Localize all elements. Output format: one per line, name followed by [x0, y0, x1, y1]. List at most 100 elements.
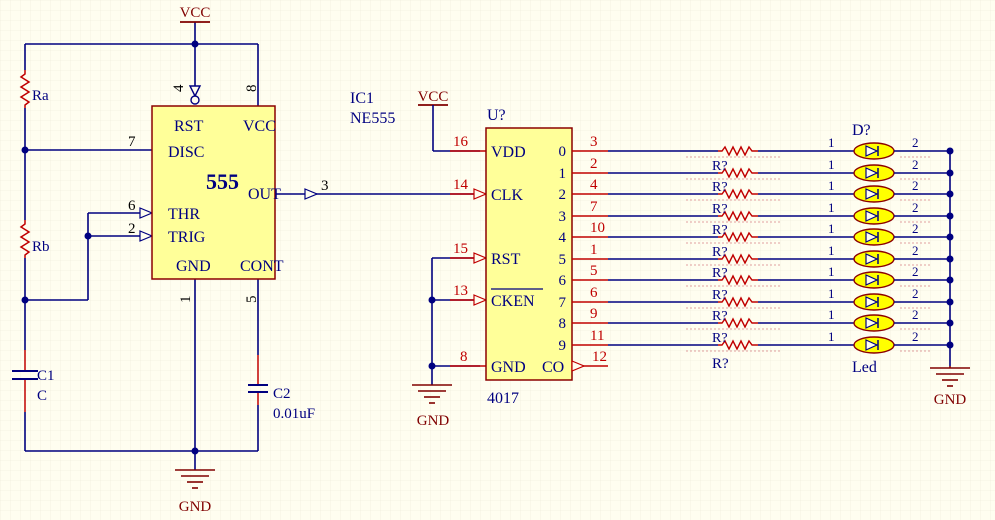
led-pin2-number: 2	[912, 157, 919, 172]
led-pin1-number: 1	[828, 329, 835, 344]
timer-body-label: 555	[206, 169, 239, 194]
timer-pin-gnd: GND	[176, 258, 211, 275]
counter-pin-clk: CLK	[491, 187, 523, 204]
resistor-ra: Ra	[19, 70, 49, 108]
led-pin2-number: 2	[912, 243, 919, 258]
timer-wires	[24, 22, 480, 470]
led-pin1-number: 1	[828, 200, 835, 215]
c2-designator: C2	[273, 386, 291, 402]
counter-part: 4017	[487, 390, 519, 407]
resistor-row-label: R?	[712, 245, 728, 260]
led-pin1-number: 1	[828, 178, 835, 193]
counter-output-label: 0	[559, 144, 567, 160]
timer-pinnum-trig: 2	[128, 221, 136, 237]
counter-pin-cken: CKEN	[491, 293, 535, 310]
counter-pinnum-gnd: 8	[460, 349, 468, 365]
counter-output-label: 7	[559, 295, 567, 311]
timer-pin-cont: CONT	[240, 258, 284, 275]
resistor-zigzag	[718, 274, 758, 286]
counter-output-label: 3	[559, 209, 567, 225]
gnd-right-label: GND	[934, 392, 967, 408]
timer-junctions	[21, 40, 199, 455]
resistor-zigzag	[718, 167, 758, 179]
diode-triangle-icon	[865, 231, 879, 243]
counter-output-label: 9	[559, 338, 567, 354]
c1-designator: C1	[37, 368, 55, 384]
timer-pin-disc: DISC	[168, 144, 204, 161]
counter-pin-rst: RST	[491, 251, 521, 268]
resistor-row-label: R?	[712, 202, 728, 217]
counter-pinnum-cken: 13	[453, 283, 468, 299]
timer-input-arrows	[139, 188, 319, 242]
counter-designator: U?	[487, 107, 506, 124]
resistor-row-label: R?	[712, 266, 728, 281]
vcc-4017-label: VCC	[418, 89, 449, 105]
output-pin-number: 2	[590, 156, 598, 172]
resistor-row-label: R?	[712, 159, 728, 174]
led-pin2-number: 2	[912, 286, 919, 301]
capacitor-c2: C2 0.01uF	[248, 355, 315, 422]
counter-pin-co: CO	[542, 359, 564, 376]
counter-output-label: 1	[559, 166, 567, 182]
output-pin-number: 4	[590, 177, 598, 193]
timer-part: NE555	[350, 110, 395, 127]
led-pin1-number: 1	[828, 157, 835, 172]
gnd-4017-label: GND	[417, 413, 450, 429]
resistor-zigzag	[718, 317, 758, 329]
timer-pin-out: OUT	[248, 186, 281, 203]
led-pin2-number: 2	[912, 178, 919, 193]
timer-pinnum-disc: 7	[128, 134, 136, 150]
resistor-row-label: R?	[712, 288, 728, 303]
counter-output-label: 8	[559, 316, 567, 332]
led-pin1-number: 1	[828, 135, 835, 150]
led-value: Led	[852, 359, 877, 376]
counter-output-label: 6	[559, 273, 567, 289]
led-pin2-number: 2	[912, 221, 919, 236]
led-pin2-number: 2	[912, 264, 919, 279]
counter-pinnum-clk: 14	[453, 177, 469, 193]
gnd-right-symbol	[930, 366, 970, 387]
timer-pin-thr: THR	[168, 206, 200, 223]
diode-triangle-icon	[865, 274, 879, 286]
c1-value: C	[37, 388, 47, 404]
resistor-row-label: R?	[712, 331, 728, 346]
counter-pinnum-co: 12	[592, 349, 607, 365]
resistor-row-label: R?	[712, 180, 728, 195]
timer-pin-trig: TRIG	[168, 229, 206, 246]
diode-triangle-icon	[865, 339, 879, 351]
timer-pinnum-vcc: 8	[244, 85, 260, 93]
diode-triangle-icon	[865, 188, 879, 200]
led-pin2-number: 2	[912, 307, 919, 322]
timer-pinnum-out: 3	[321, 178, 329, 194]
co-pin-arrow	[571, 360, 586, 372]
vcc-top-label: VCC	[180, 5, 211, 21]
led-pin1-number: 1	[828, 243, 835, 258]
led-pin2-number: 2	[912, 329, 919, 344]
timer-designator: IC1	[350, 90, 374, 107]
resistor-zigzag	[718, 145, 758, 157]
timer-pinnum-rst: 4	[171, 84, 187, 92]
counter-pin-gnd: GND	[491, 359, 526, 376]
resistor-row-label: R?	[712, 309, 728, 324]
timer-pin-rst: RST	[174, 118, 204, 135]
output-channel: 1 2 R? 1 2	[559, 156, 954, 182]
capacitor-c1: C1 C	[12, 350, 55, 412]
diode-triangle-icon	[865, 296, 879, 308]
output-pin-number: 9	[590, 306, 598, 322]
output-pin-number: 7	[590, 199, 598, 215]
gnd-4017-symbol	[412, 384, 452, 404]
reset-pin-symbol	[188, 85, 202, 105]
resistor-zigzag	[718, 210, 758, 222]
ra-label: Ra	[32, 88, 49, 104]
resistor-row-label: R?	[712, 223, 728, 238]
resistor-zigzag	[718, 231, 758, 243]
counter-output-label: 5	[559, 252, 567, 268]
